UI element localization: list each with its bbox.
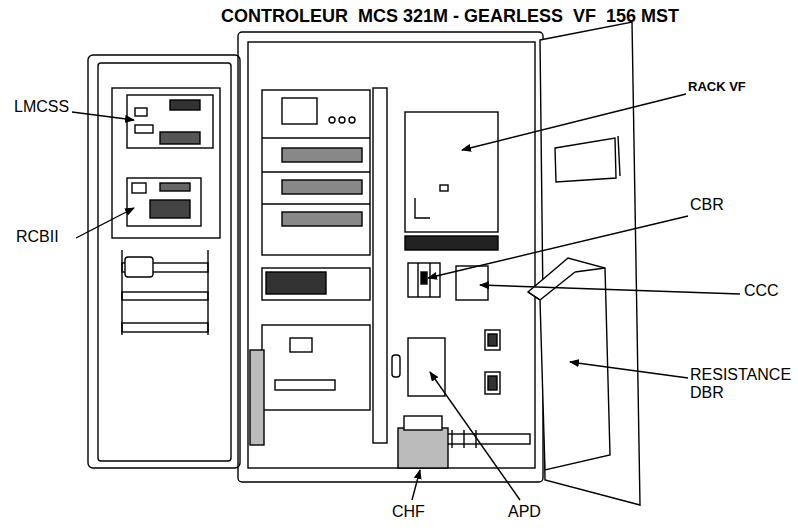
callout-label: CCC [744, 282, 779, 300]
callout-label: RACK VF [688, 80, 746, 95]
callout-label: APD [508, 503, 541, 521]
main-cabinet [238, 32, 543, 482]
callout-label: RESISTANCE DBR [690, 366, 794, 403]
callout-label: CHF [392, 503, 425, 521]
callout-label: LMCSS [14, 98, 69, 116]
callout-label: CBR [690, 196, 724, 214]
callout-label: RCBII [16, 228, 59, 246]
diagram-title: CONTROLEUR MCS 321M - GEARLESS VF 156 MS… [221, 6, 679, 27]
dbr-resistor [528, 258, 610, 470]
